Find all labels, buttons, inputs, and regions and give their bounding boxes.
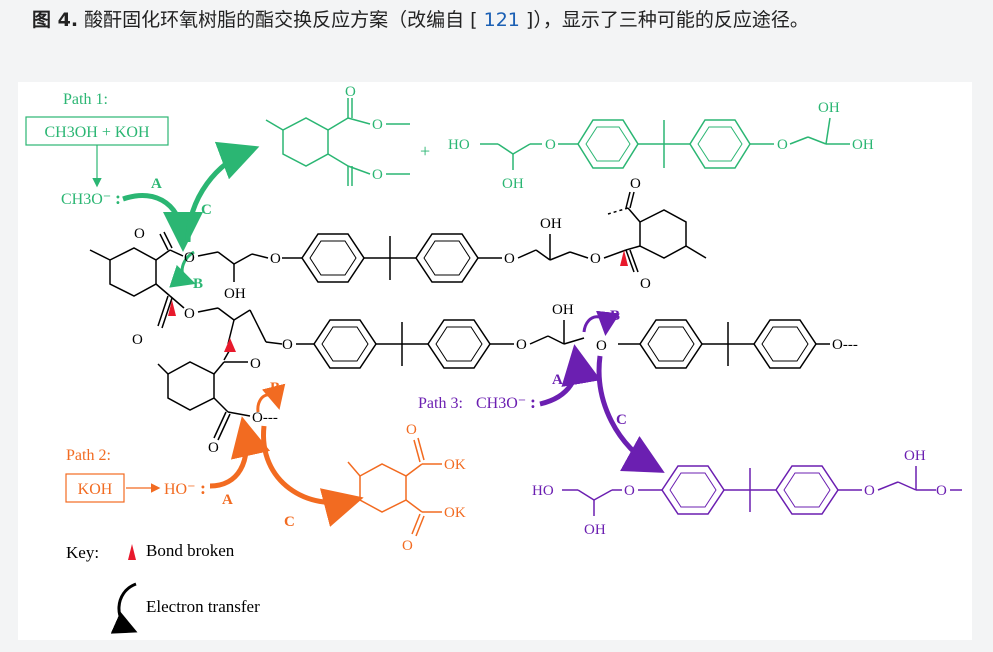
atom-oh-1: OH — [224, 286, 246, 302]
atom-o-8: O — [132, 332, 143, 348]
path3-arrow-a — [539, 344, 601, 407]
path1-diol-oh3: OH — [852, 137, 874, 153]
path2-step-a: A — [222, 492, 233, 508]
atom-o-7: O — [640, 276, 651, 292]
path1-label: Path 1: — [63, 91, 108, 108]
path3-diol-oh2: OH — [904, 448, 926, 464]
path2-arrow-c — [261, 425, 364, 527]
caption-text-1: 酸酐固化环氧树脂的酯交换反应方案（改编自 [ — [78, 9, 484, 31]
path3-lone-pair: : — [530, 392, 536, 412]
reaction-scheme-figure: Path 1: CH3OH + KOH CH3O⁻ : A C B O O O — [18, 82, 972, 640]
path1-arrow-b — [169, 250, 196, 288]
path2-group: B Path 2: KOH HO⁻ : A C O OK OK O — [65, 380, 466, 554]
atom-o-5: O — [590, 251, 601, 267]
atom-oh-2: OH — [540, 216, 562, 232]
path3-methoxide: CH3O⁻ — [476, 395, 526, 412]
path1-step-b: B — [193, 276, 203, 292]
key-label: Key: — [66, 543, 99, 562]
atom-o-11: O — [516, 337, 527, 353]
reference-link[interactable]: 121 — [483, 9, 520, 31]
path1-reagents: CH3OH + KOH — [44, 124, 149, 141]
atom-o-chain-end-2: O--- — [252, 410, 278, 426]
path1-product-diester — [265, 98, 410, 186]
path3-diol-o3: O — [936, 483, 947, 499]
bond-broken-markers — [168, 250, 628, 352]
path1-o-carbonyl: O — [345, 84, 356, 100]
atom-o-13: O — [208, 440, 219, 456]
path3-diol-o2: O — [864, 483, 875, 499]
path3-step-b: B — [610, 308, 620, 324]
path2-arrow-b — [256, 383, 286, 413]
atom-o-6: O — [630, 176, 641, 192]
path1-diol-oh1: OH — [502, 176, 524, 192]
legend-key: Key: Bond broken Electron transfer — [66, 541, 260, 634]
bond-broken-3 — [224, 338, 236, 352]
key-electron-transfer-icon — [110, 582, 138, 634]
figure-label: 图 4. — [32, 9, 79, 31]
bond-broken-2 — [168, 300, 176, 316]
path1-group: Path 1: CH3OH + KOH CH3O⁻ : A C B O O O — [25, 84, 874, 292]
path2-salt-o2: O — [402, 538, 413, 554]
path1-plus: + — [420, 141, 430, 161]
atom-o-1: O — [134, 226, 145, 242]
path2-arrow-a — [209, 416, 271, 489]
path1-arrow-c — [185, 141, 260, 243]
path1-step-a: A — [151, 176, 162, 192]
polymer-network — [89, 191, 830, 441]
atom-o-chain-end: O--- — [832, 337, 858, 353]
atom-o-9: O — [184, 306, 195, 322]
path3-arrow-b — [582, 310, 620, 336]
path2-product-salt — [347, 437, 442, 537]
atom-o-path3-site: O — [596, 338, 607, 354]
key-bond-broken-icon — [128, 544, 136, 560]
atom-oh-3: OH — [552, 302, 574, 318]
path1-o-ester2: O — [372, 167, 383, 183]
path2-step-b: B — [270, 380, 280, 396]
path1-arrow-a — [122, 193, 203, 252]
path3-diol-ho: HO — [532, 483, 554, 499]
path3-step-c: C — [616, 412, 627, 428]
path1-product-diol — [480, 117, 850, 170]
path2-lone-pair: : — [200, 478, 206, 498]
path1-diol-o2: O — [777, 137, 788, 153]
atom-o-4: O — [504, 251, 515, 267]
path1-diol-oh2: OH — [818, 100, 840, 116]
path1-methoxide: CH3O⁻ — [61, 191, 111, 208]
path2-salt-ok2: OK — [444, 505, 466, 521]
key-bond-broken-text: Bond broken — [146, 541, 235, 560]
path1-lone-pair: : — [115, 188, 121, 208]
path1-step-c: C — [201, 202, 212, 218]
path2-step-c: C — [284, 514, 295, 530]
path2-hydroxide: HO⁻ — [164, 481, 196, 498]
path2-salt-ok1: OK — [444, 457, 466, 473]
caption-text-2: ]），显示了三种可能的反应途径。 — [519, 9, 809, 31]
figure-caption: 图 4. 酸酐固化环氧树脂的酯交换反应方案（改编自 [ 121 ]），显示了三种… — [32, 4, 967, 36]
path2-reagent: KOH — [78, 481, 113, 498]
atom-o-12: O — [250, 356, 261, 372]
atom-o-10: O — [282, 337, 293, 353]
path3-arrow-c — [596, 355, 665, 473]
key-electron-transfer-text: Electron transfer — [146, 597, 260, 616]
path3-product-diol — [562, 465, 962, 516]
bond-broken-1 — [620, 250, 628, 266]
path1-diol-o1: O — [545, 137, 556, 153]
path3-diol-o1: O — [624, 483, 635, 499]
path3-group: B Path 3: CH3O⁻ : A C HO — [418, 308, 962, 538]
path2-label: Path 2: — [66, 447, 111, 464]
path3-diol-oh1: OH — [584, 522, 606, 538]
path1-diol-ho: HO — [448, 137, 470, 153]
path3-step-a: A — [552, 372, 563, 388]
path1-o-ester1: O — [372, 117, 383, 133]
atom-o-3: O — [270, 251, 281, 267]
path2-salt-o1: O — [406, 422, 417, 438]
atom-o-2: O — [184, 250, 195, 266]
reaction-scheme-svg: Path 1: CH3OH + KOH CH3O⁻ : A C B O O O — [25, 84, 962, 634]
path2-reagent-box — [65, 473, 125, 503]
path3-label: Path 3: — [418, 395, 463, 412]
